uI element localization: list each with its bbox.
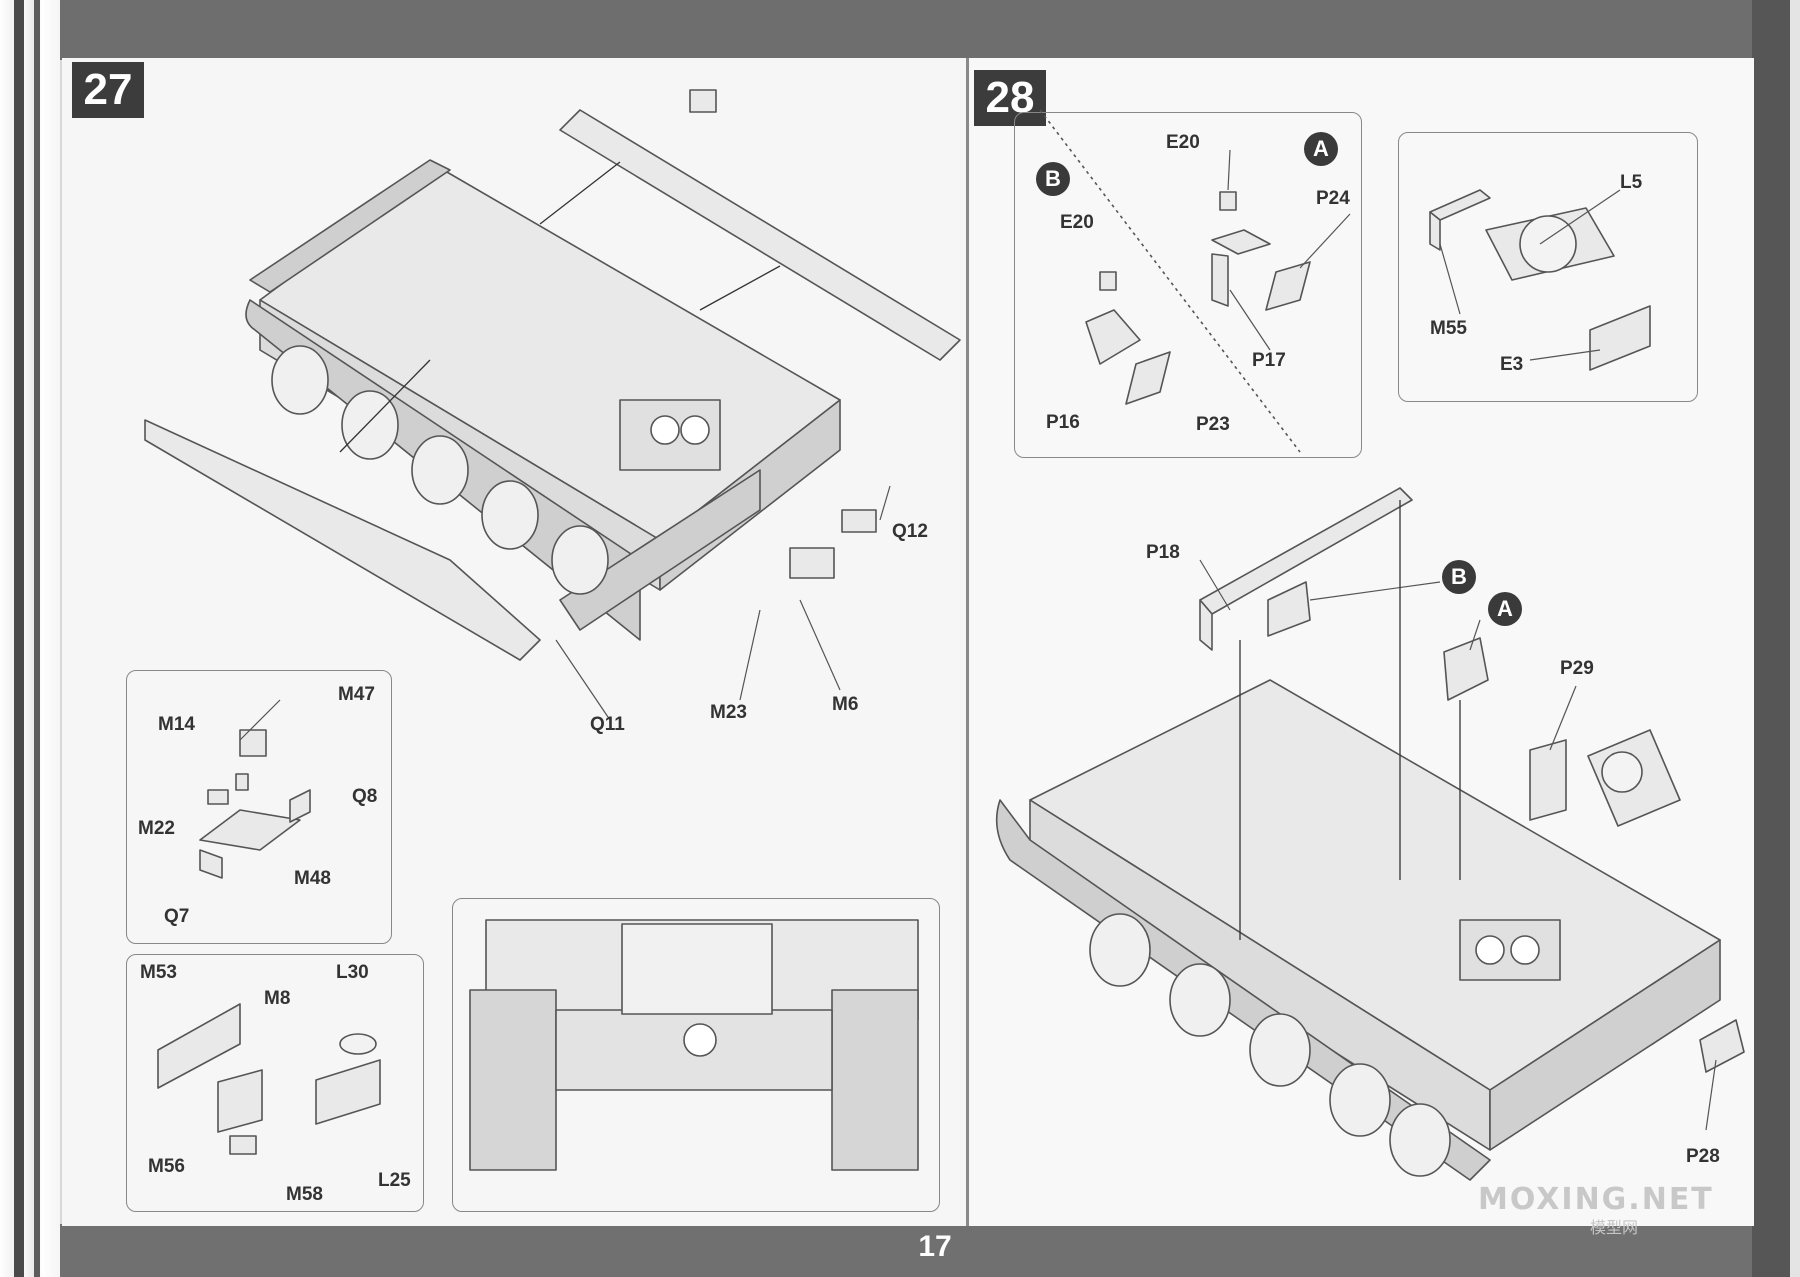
label-E20-left: E20 [1060, 212, 1094, 233]
binding-edge-right [1752, 0, 1800, 1277]
step27-detail2-drawing [157, 1003, 381, 1155]
label-P16: P16 [1046, 412, 1080, 433]
marker-A-detail: A [1304, 132, 1338, 166]
label-L25: L25 [378, 1170, 411, 1191]
label-M23: M23 [710, 702, 747, 723]
watermark: MOXING.NET [1478, 1182, 1714, 1217]
label-P29: P29 [1560, 658, 1594, 679]
label-P24: P24 [1316, 188, 1350, 209]
step27-detail1-drawing [199, 729, 311, 879]
label-M22: M22 [138, 818, 175, 839]
step27-detail-box-1 [126, 670, 392, 944]
label-P18: P18 [1146, 542, 1180, 563]
label-M58: M58 [286, 1184, 323, 1205]
label-E20-top: E20 [1166, 132, 1200, 153]
label-Q12: Q12 [892, 521, 928, 542]
label-Q11: Q11 [590, 714, 625, 735]
marker-A-main: A [1488, 592, 1522, 626]
label-M56: M56 [148, 1156, 185, 1177]
label-Q8: Q8 [352, 786, 378, 807]
step27-detail-box-2 [126, 954, 424, 1212]
label-L5: L5 [1620, 172, 1643, 193]
step27-rear-view-drawing [469, 919, 919, 1171]
step27-rear-view-box [452, 898, 940, 1212]
label-M14: M14 [158, 714, 195, 735]
marker-B-detail: B [1036, 162, 1070, 196]
step-27-badge: 27 [72, 62, 144, 118]
page-divider [966, 58, 969, 1226]
label-P17: P17 [1252, 350, 1286, 371]
marker-B-main: B [1442, 560, 1476, 594]
step28-detailB-drawing [1429, 189, 1651, 371]
label-M47: M47 [338, 684, 375, 705]
label-M48: M48 [294, 868, 331, 889]
bottom-band [0, 1224, 1800, 1277]
step28-detail-box-A [1014, 112, 1362, 458]
label-E3: E3 [1500, 354, 1524, 375]
step28-detailA-drawing [1039, 109, 1311, 453]
page-number: 17 [918, 1230, 952, 1263]
label-L30: L30 [336, 962, 369, 983]
top-band [0, 0, 1800, 60]
step27-hull-drawing [144, 89, 961, 661]
label-M53: M53 [140, 962, 177, 983]
step28-detail-box-B [1398, 132, 1698, 402]
label-M6: M6 [832, 694, 859, 715]
label-Q7: Q7 [164, 906, 190, 927]
label-M8: M8 [264, 988, 291, 1009]
label-M55: M55 [1430, 318, 1467, 339]
label-P28: P28 [1686, 1146, 1720, 1167]
step-28-badge: 28 [974, 70, 1046, 126]
watermark-sub: 模型网 [1590, 1218, 1639, 1237]
label-P23: P23 [1196, 414, 1230, 435]
step28-hull-drawing [995, 487, 1745, 1181]
binding-edge-left [0, 0, 60, 1277]
